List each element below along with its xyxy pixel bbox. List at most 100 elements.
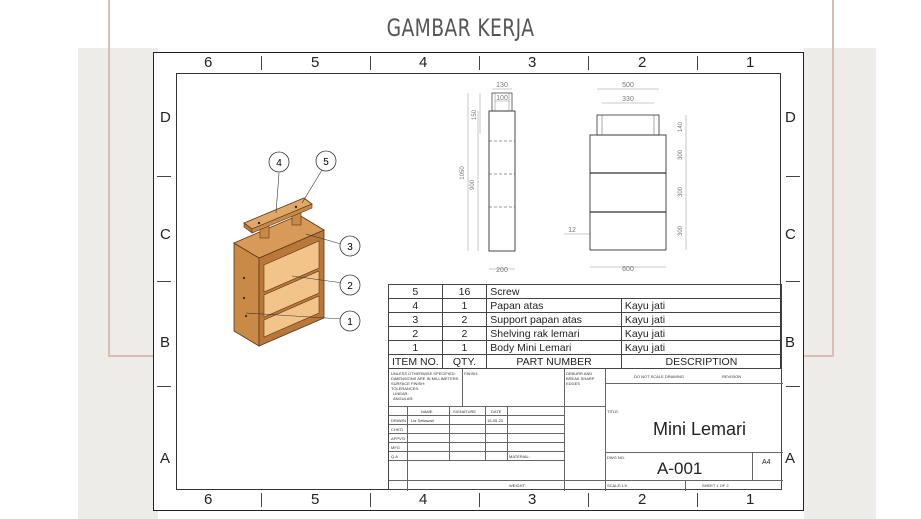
svg-text:4: 4 — [276, 158, 282, 169]
zone-divider — [157, 386, 171, 387]
screw-dot — [294, 205, 298, 209]
zone-divider — [370, 493, 371, 507]
leader-1 — [245, 312, 343, 320]
bom-description: Kayu jati — [620, 312, 783, 327]
tb-finish: FINISH: — [464, 371, 479, 376]
bom-qty: 2 — [441, 326, 488, 341]
zone-col-2-top: 2 — [638, 54, 647, 71]
drawing-sheet: 6 5 4 3 2 1 6 5 4 3 2 1 D C B A D C B A — [153, 52, 804, 511]
tb-note: UNLESS OTHERWISE SPECIFIED: — [391, 371, 456, 376]
bom-header-description: DESCRIPTION — [620, 354, 783, 369]
bom-part-number: Body Mini Lemari — [486, 340, 622, 355]
zone-col-6-top: 6 — [204, 54, 213, 71]
tb-divider — [389, 415, 564, 416]
tb-divider — [605, 369, 606, 406]
tb-size: A4 — [762, 459, 771, 466]
front-view: 500 330 140 300 300 300 12 600 — [564, 82, 687, 273]
tb-divider — [389, 480, 605, 481]
tb-col-name: NAME — [421, 409, 433, 414]
zone-col-4-top: 4 — [419, 54, 428, 71]
frame-line-bottom-right — [804, 355, 834, 357]
frame-line-bottom-left — [108, 355, 154, 357]
tb-divider — [462, 369, 463, 406]
svg-text:5: 5 — [323, 157, 329, 168]
zone-divider — [157, 281, 171, 282]
slide-background-left — [78, 48, 158, 519]
zone-divider — [370, 56, 371, 70]
bom-qty: 1 — [441, 298, 488, 313]
svg-text:300: 300 — [678, 225, 684, 236]
balloon-5: 5 — [315, 150, 337, 172]
balloon-2: 2 — [339, 274, 361, 296]
tb-divider — [485, 406, 486, 461]
bom-row: 5 16 Screw — [388, 284, 782, 299]
bom-header-qty: QTY. — [441, 354, 488, 369]
svg-text:150: 150 — [472, 109, 478, 120]
tb-role-qa: Q.A — [391, 454, 398, 459]
svg-text:300: 300 — [678, 186, 684, 197]
tb-material: MATERIAL: — [509, 454, 530, 459]
tb-drawn-name: Lia Setiawati — [411, 418, 434, 423]
bom-description: Kayu jati — [620, 340, 783, 355]
tb-note: LINEAR: — [393, 391, 409, 396]
svg-text:3: 3 — [347, 242, 353, 253]
bom-item-no: 2 — [388, 326, 443, 341]
svg-text:100: 100 — [496, 95, 508, 102]
cabinet-compartment — [263, 240, 320, 293]
frame-line-left — [108, 0, 110, 357]
screw-dot — [242, 276, 246, 280]
tb-role-checked: CHK'D — [391, 427, 404, 432]
slide-background-far-right — [876, 48, 921, 519]
tb-divider — [449, 406, 450, 461]
bom-item-no: 5 — [388, 284, 443, 299]
tb-divider — [605, 406, 606, 491]
bom-part-number: Shelving rak lemari — [486, 326, 622, 341]
zone-divider — [588, 56, 589, 70]
zone-col-1-bottom: 1 — [746, 491, 755, 508]
zone-divider — [588, 493, 589, 507]
tb-role-approved: APPV'D — [391, 436, 406, 441]
svg-text:1: 1 — [347, 317, 353, 328]
zone-divider — [786, 386, 800, 387]
svg-text:140: 140 — [678, 121, 684, 132]
cabinet-compartment — [263, 270, 320, 318]
zone-divider — [261, 493, 262, 507]
tb-col-date: DATE — [491, 409, 502, 414]
svg-text:500: 500 — [622, 82, 634, 89]
balloon-4: 4 — [268, 151, 290, 173]
tb-col-signature: SIGNATURE — [453, 409, 477, 414]
balloon-1: 1 — [339, 310, 361, 332]
zone-divider — [261, 56, 262, 70]
tb-divider — [564, 369, 565, 491]
side-view: 130 100 150 1050 900 200 — [460, 82, 516, 274]
zone-row-b-right: B — [785, 334, 796, 351]
bom-row: 1 1 Body Mini Lemari Kayu jati — [388, 340, 783, 355]
frame-line-right — [832, 0, 834, 357]
tb-divider — [605, 383, 783, 384]
svg-text:330: 330 — [622, 96, 634, 103]
bom-row: 4 1 Papan atas Kayu jati — [388, 298, 783, 313]
zone-divider — [479, 493, 480, 507]
zone-divider — [157, 176, 171, 177]
zone-divider — [479, 56, 480, 70]
bom-row: 3 2 Support papan atas Kayu jati — [388, 312, 783, 327]
bom-item-no: 1 — [388, 340, 443, 355]
tb-divider — [389, 451, 564, 452]
bom-qty: 16 — [441, 284, 488, 299]
bom-part-number: Support papan atas — [486, 312, 622, 327]
zone-row-c-right: C — [785, 226, 796, 243]
leader-3 — [305, 233, 342, 245]
zone-row-c-left: C — [160, 226, 171, 243]
zone-col-5-bottom: 5 — [311, 491, 320, 508]
tb-sheet: SHEET 1 OF 2 — [702, 483, 729, 488]
zone-row-a-right: A — [785, 450, 796, 467]
title-block: UNLESS OTHERWISE SPECIFIED: DIMENSIONS A… — [388, 368, 783, 491]
tb-dwg-no-label: DWG NO. — [607, 455, 625, 460]
zone-divider — [786, 176, 800, 177]
tb-note: ANGULAR: — [393, 396, 414, 401]
svg-text:12: 12 — [568, 227, 576, 234]
tb-title-label: TITLE: — [607, 409, 620, 414]
zone-row-d-right: D — [785, 109, 796, 126]
balloon-3: 3 — [339, 235, 361, 257]
screw-dot — [242, 296, 246, 300]
